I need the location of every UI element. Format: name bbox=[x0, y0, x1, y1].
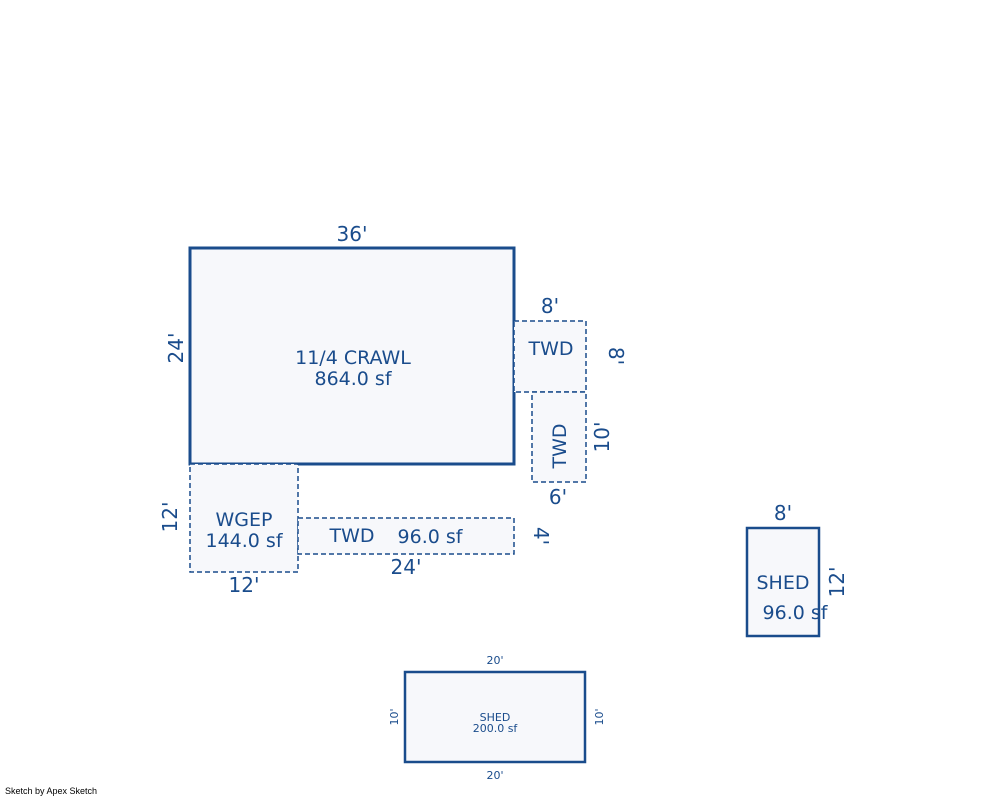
room-shed-large bbox=[403, 670, 587, 764]
twd-bottom-height-label: 4' bbox=[529, 527, 553, 545]
shed-large-left-label: 10' bbox=[388, 708, 401, 725]
twd-top-name: TWD bbox=[527, 338, 573, 360]
shed-small-width-label: 8' bbox=[774, 501, 792, 525]
shed-large-area: 200.0 sf bbox=[473, 722, 519, 735]
twd-side-name: TWD bbox=[549, 423, 571, 469]
wgep-area: 144.0 sf bbox=[205, 530, 283, 552]
twd-bottom-width-label: 24' bbox=[391, 555, 422, 579]
main-height-label: 24' bbox=[164, 333, 188, 364]
shed-large-bottom-label: 20' bbox=[486, 769, 503, 782]
twd-top-width-label: 8' bbox=[541, 294, 559, 318]
twd-side-width-label: 6' bbox=[549, 485, 567, 509]
sketch-credit: Sketch by Apex Sketch bbox=[5, 786, 98, 796]
room-twd-side bbox=[531, 391, 587, 483]
room-twd-bottom bbox=[297, 517, 515, 555]
twd-side-height-label: 10' bbox=[590, 422, 614, 453]
shed-large-top-label: 20' bbox=[486, 654, 503, 667]
room-twd-top bbox=[513, 320, 587, 393]
wgep-name: WGEP bbox=[216, 509, 273, 531]
shed-small-area: 96.0 sf bbox=[763, 602, 829, 624]
wgep-height-label: 12' bbox=[158, 502, 182, 533]
shed-small-name: SHED bbox=[757, 572, 810, 594]
shed-large-name: SHED bbox=[480, 711, 511, 724]
room-main-crawl bbox=[188, 246, 516, 466]
main-room-area: 864.0 sf bbox=[314, 368, 392, 390]
room-shed-small bbox=[745, 526, 821, 638]
shed-small-height-label: 12' bbox=[825, 567, 849, 598]
twd-top-height-label: 8' bbox=[604, 347, 628, 365]
twd-bottom-name: TWD bbox=[328, 525, 374, 547]
shed-large-right-label: 10' bbox=[593, 708, 606, 725]
main-width-label: 36' bbox=[337, 222, 368, 246]
wgep-width-label: 12' bbox=[229, 573, 260, 597]
main-room-name: 11/4 CRAWL bbox=[295, 347, 411, 369]
twd-bottom-area: 96.0 sf bbox=[398, 526, 464, 548]
